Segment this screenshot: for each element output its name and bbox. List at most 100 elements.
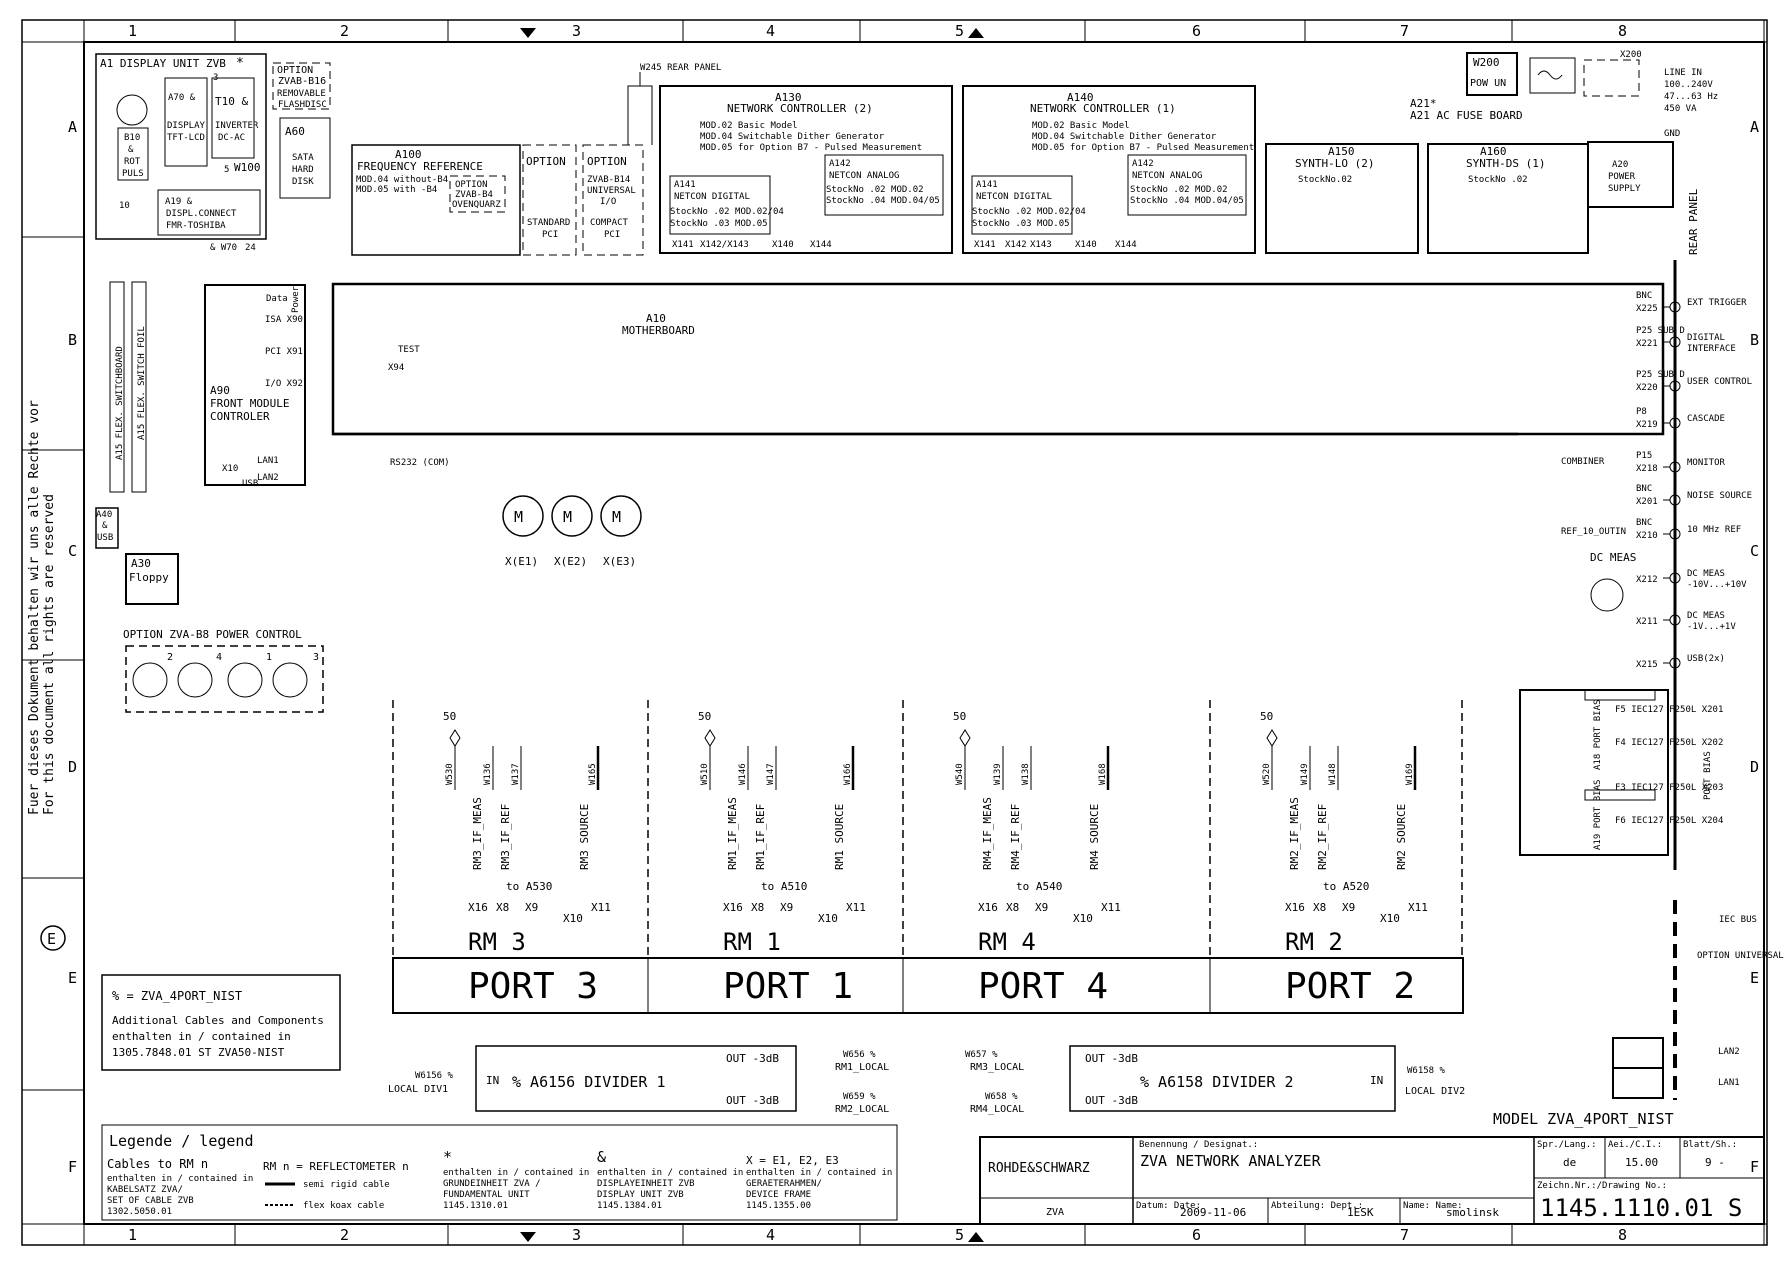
grid-col-top: 8 [1618,22,1627,40]
div2-in: IN [1370,1074,1383,1087]
a150-l1: A150 [1328,145,1355,158]
grid-row-left: A [68,118,77,136]
a140-a142-l3: StockNo .02 MOD.02 [1130,185,1228,195]
a130-a142-l3: StockNo .02 MOD.02 [826,185,924,195]
b16-l4: FLASHDISC [278,100,327,110]
rear-connector-pin: X210 [1636,531,1658,541]
grid-row-left: B [68,331,77,349]
rear-connector-type: P25 SUB D [1636,370,1685,380]
rear-connector-pin: X211 [1636,617,1658,627]
a140-a141-l4: StockNo .03 MOD.05 [972,219,1070,229]
rear-lan1: LAN1 [1718,1078,1740,1088]
rear-connector-type: P25 SUB D [1636,326,1685,336]
port-wire-label: W138 [1021,763,1031,785]
a90-p8: LAN2 [257,473,279,483]
div1-name: % A6156 DIVIDER 1 [512,1073,666,1091]
a130-mod2: MOD.04 Switchable Dither Generator [700,132,885,142]
div1-out2: OUT -3dB [726,1094,779,1107]
a130-name: NETWORK CONTROLLER (2) [727,102,873,115]
a150-synth-lo: A150 SYNTH-LO (2) StockNo.02 [1265,143,1419,254]
port-signal-label: RM1_IF_MEAS [726,797,739,870]
port-pin-label: X8 [1006,901,1019,914]
legend-x-5: 1145.1355.00 [746,1201,811,1211]
b8-n2: 4 [216,652,222,663]
a140-mod2: MOD.04 Switchable Dither Generator [1032,132,1217,142]
b8-n3: 1 [266,652,272,663]
a40-l2: & [102,521,108,531]
port-wire-label: W148 [1328,763,1338,785]
grid-col-bottom: 2 [340,1226,349,1244]
a15-flex: A15 FLEX. SWITCHBOARD A15 FLEX. SWITCH F… [109,281,147,493]
a21-label: A21 AC FUSE BOARD [1410,109,1523,122]
tb-lang: de [1563,1156,1576,1169]
grid-col-top: 1 [128,22,137,40]
grid-col-bottom: 1 [128,1226,137,1244]
a130-mod3: MOD.05 for Option B7 - Pulsed Measuremen… [700,143,922,153]
b14-l4: I/O [600,197,616,207]
nist-l3: 1305.7848.01 ST ZVA50-NIST [112,1046,285,1059]
tb-sheet: 9 - [1705,1156,1725,1169]
a100-frequency-reference: A100 FREQUENCY REFERENCE MOD.04 without-… [351,144,521,256]
b14-l3: UNIVERSAL [587,186,636,196]
rear-connector-label-2: -1V...+1V [1687,622,1736,632]
a70-l2: DISPLAY [167,121,206,131]
port-pin-label: X10 [818,912,838,925]
a140-mod3: MOD.05 for Option B7 - Pulsed Measuremen… [1032,143,1254,153]
option-standard-pci: OPTION STANDARD PCI [522,144,577,256]
rear-connector-pin: X201 [1636,497,1658,507]
a140-a142-l1: A142 [1132,159,1154,169]
svg-text:M: M [514,508,523,526]
a18-label: A18 PORT BIAS [1593,700,1603,770]
port-wire-label: W520 [1262,763,1272,785]
side-note-de: Fuer dieses Dokument behalten wir uns al… [27,400,42,815]
port-label: PORT 4 [978,966,1108,1007]
port-diamond [959,729,971,747]
grid-row-right: D [1750,758,1759,776]
a60-l1: A60 [285,125,305,138]
a21-line1: A21* [1410,97,1437,110]
t10-l2: INVERTER [215,121,259,131]
b8-n4: 3 [313,652,319,663]
rs232-label: RS232 (COM) [390,458,450,468]
port-signal-label: RM2_IF_REF [1316,804,1329,870]
w200-l1: W200 [1473,56,1500,69]
rear-connector-label: 10 MHz REF [1687,525,1741,535]
a130-a142-l2: NETCON ANALOG [829,171,899,181]
x200-l3: 100..240V [1664,80,1713,90]
legend-x-2: enthalten in / contained in [746,1168,892,1178]
triangle-marker [520,28,536,38]
motor-e2: X(E2) [554,555,587,568]
t10-l1: T10 & [215,95,248,108]
port-pin-label: X16 [978,901,998,914]
port-pin-label: X10 [1380,912,1400,925]
a19-l1: A19 & [165,197,193,207]
b14-l5: COMPACT [590,218,629,228]
div1-local: LOCAL DIV1 [388,1084,448,1095]
div1-w-a: W656 % [843,1050,876,1060]
port-wire-label: W510 [700,763,710,785]
port-50-label: 50 [698,710,711,723]
x200-l1: X200 [1620,50,1642,60]
model-label: MODEL ZVA_4PORT_NIST [1493,1110,1674,1128]
port-bias-side: PORT BIAS [1703,751,1713,800]
grid-col-bottom: 7 [1400,1226,1409,1244]
power-section: W200 POW UN X200 LINE IN 100..240V 47...… [1410,50,1718,255]
a19-l2: DISPL.CONNECT [166,209,237,219]
legend-cables-2: KABELSATZ ZVA/ [107,1185,183,1195]
tb-name: smolinsk [1446,1206,1499,1219]
tb-lang-label: Spr./Lang.: [1537,1140,1597,1150]
n5-label: 5 [224,165,229,175]
a30-l1: A30 [131,557,151,570]
grid-col-bottom: 6 [1192,1226,1201,1244]
grid-row-right: F [1750,1158,1759,1176]
port-pin-label: X16 [468,901,488,914]
div2-name: % A6158 DIVIDER 2 [1140,1073,1294,1091]
a140-title: A140 [1067,91,1094,104]
a40-l3: USB [97,533,113,543]
rear-connector-label: CASCADE [1687,414,1725,424]
port-label: PORT 3 [468,966,598,1007]
rear-iec: IEC BUS [1719,915,1757,925]
triangle-marker [968,28,984,38]
